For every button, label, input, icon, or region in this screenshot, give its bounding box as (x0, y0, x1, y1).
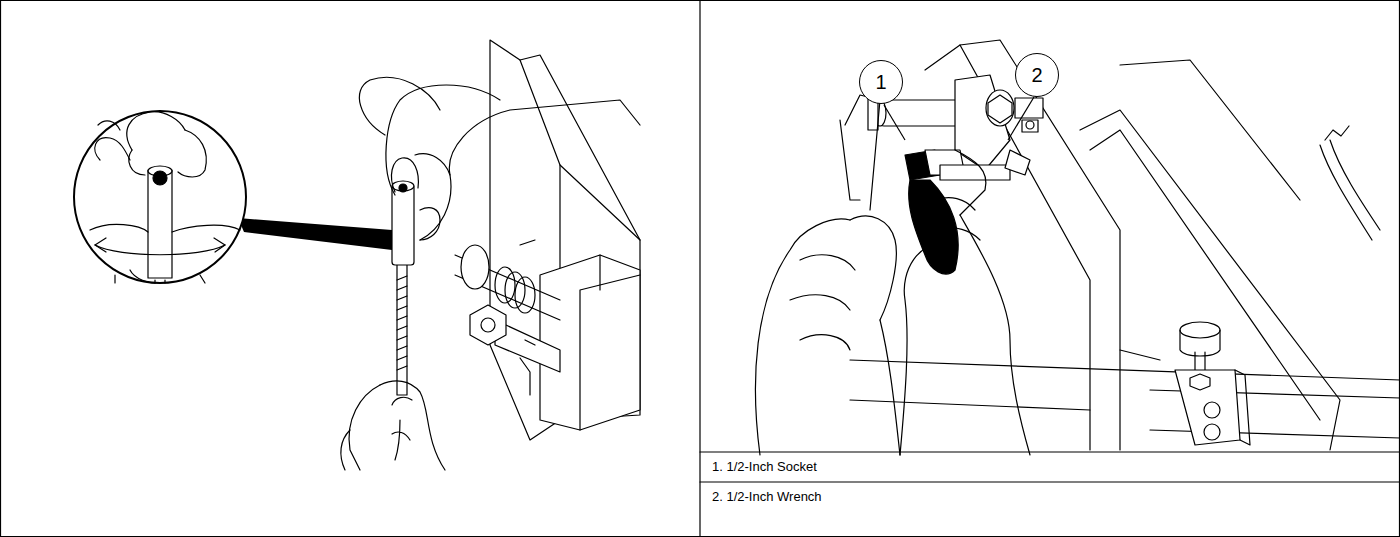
callout-number: 2 (1031, 65, 1042, 85)
callout-number: 1 (875, 72, 886, 92)
callout-circle: 2 (1015, 53, 1059, 97)
parts-caption: 1. 1/2-Inch Socket (712, 459, 817, 475)
callout-circle: 1 (859, 60, 903, 104)
parts-caption: 2. 1/2-Inch Wrench (712, 489, 822, 505)
